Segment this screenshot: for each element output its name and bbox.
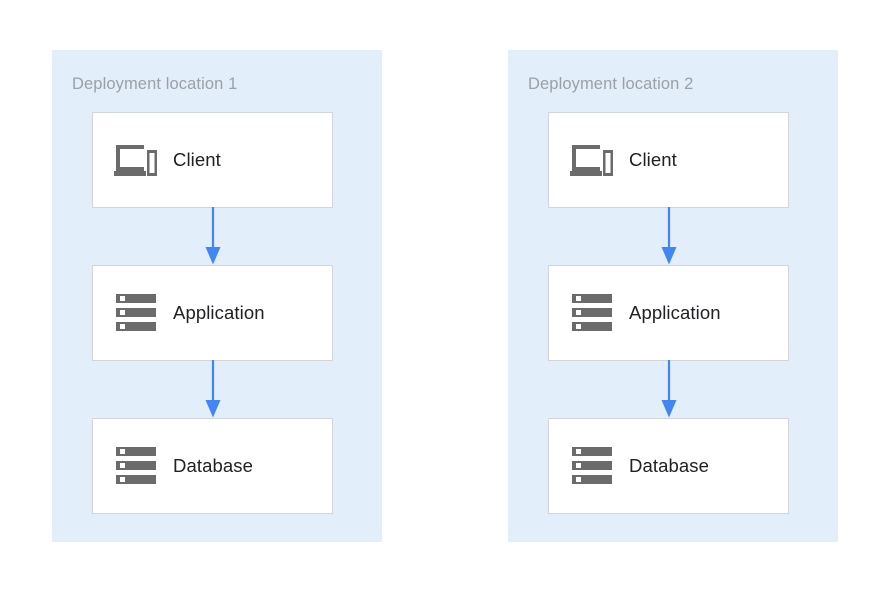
node-database-location-1[interactable]: Database — [92, 418, 333, 514]
deployment-location-2-title: Deployment location 2 — [528, 75, 694, 93]
arrow-application-to-database-location-1 — [205, 360, 221, 418]
devices-icon — [113, 137, 159, 183]
node-database-location-2[interactable]: Database — [548, 418, 789, 514]
arrow-client-to-application-location-1 — [205, 207, 221, 265]
node-client-location-2[interactable]: Client — [548, 112, 789, 208]
server-icon — [113, 290, 159, 336]
node-label-database-location-2: Database — [629, 455, 709, 476]
server-icon — [113, 443, 159, 489]
server-icon — [569, 443, 615, 489]
deployment-location-1-title: Deployment location 1 — [72, 75, 238, 93]
deployment-location-1-panel: Deployment location 1 Client — [52, 50, 382, 542]
node-application-location-2[interactable]: Application — [548, 265, 789, 361]
arrow-application-to-database-location-2 — [661, 360, 677, 418]
node-label-client-location-2: Client — [629, 149, 677, 170]
node-label-client-location-1: Client — [173, 149, 221, 170]
server-icon — [569, 290, 615, 336]
node-label-database-location-1: Database — [173, 455, 253, 476]
node-label-application-location-2: Application — [629, 302, 721, 323]
devices-icon — [569, 137, 615, 183]
arrow-client-to-application-location-2 — [661, 207, 677, 265]
deployment-location-2-panel: Deployment location 2 Client — [508, 50, 838, 542]
node-label-application-location-1: Application — [173, 302, 265, 323]
node-client-location-1[interactable]: Client — [92, 112, 333, 208]
node-application-location-1[interactable]: Application — [92, 265, 333, 361]
